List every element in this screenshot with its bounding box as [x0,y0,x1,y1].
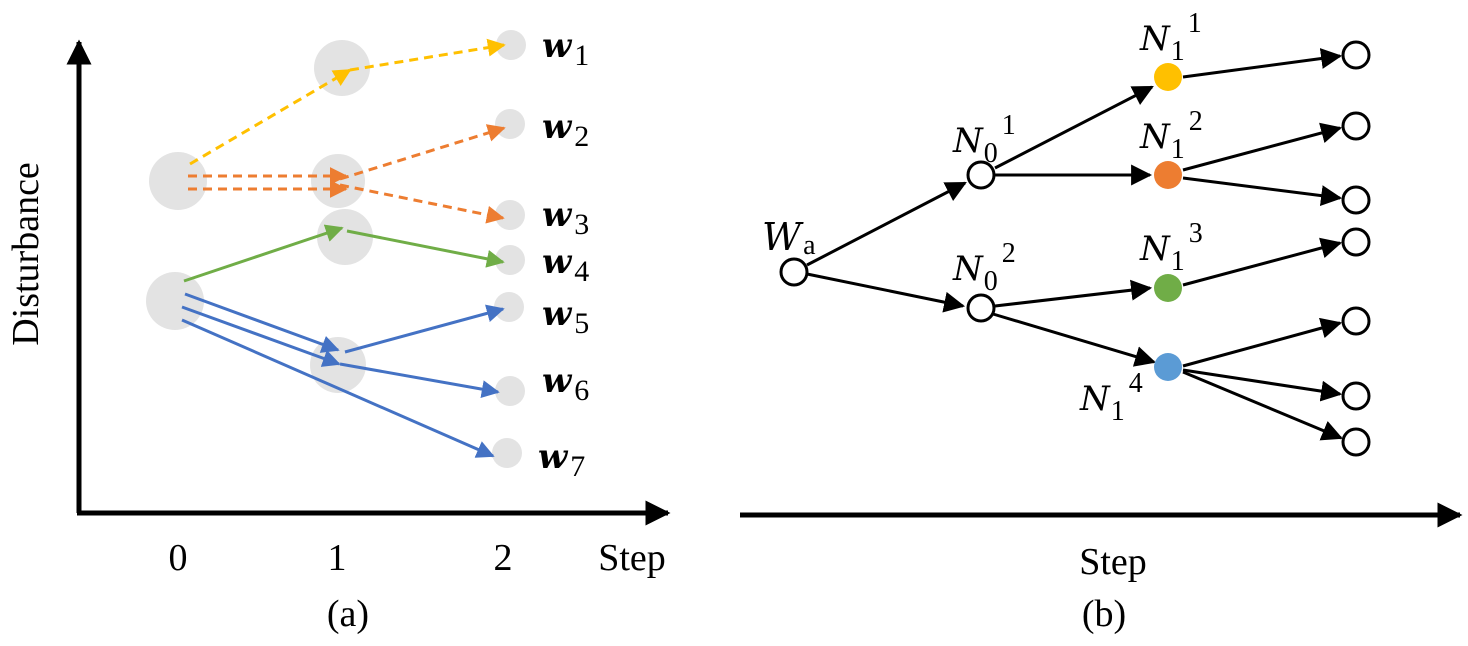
leaf-3 [1341,185,1371,215]
x-tick-2: 2 [494,537,513,579]
node-n0-1 [966,160,996,190]
panel-b: Step (b) [740,8,1463,635]
green-path [183,224,505,283]
orange-paths [188,124,506,224]
x-tick-0: 0 [169,537,188,579]
leaf-6 [1341,381,1371,411]
node-labels: Wa N01 N02 N11 N12 N13 N14 [762,8,1203,427]
leaf-4 [1341,227,1371,257]
node-n1-2 [1154,161,1182,189]
tree-nodes [779,40,1371,457]
label-n0-1: N01 [952,110,1016,169]
label-root: Wa [762,215,816,261]
blue-paths [181,292,505,458]
cluster-w7 [492,438,522,468]
node-n1-1 [1154,63,1182,91]
step-axis-label: Step [1079,541,1147,583]
label-n1-2: N12 [1139,106,1203,165]
label-n1-4: N14 [1079,368,1143,427]
cluster-w5 [494,292,524,322]
cluster-w3 [495,200,525,230]
panel-a: Disturbance 0 1 2 Step (a) [5,26,671,635]
y-axis-label: Disturbance [5,162,47,346]
caption-a: (a) [327,593,369,635]
yellow-path [189,38,506,166]
cluster-step1-green [317,209,373,265]
label-n1-1: N11 [1139,8,1202,67]
cluster-step1-mid [311,154,365,208]
leaf-1 [1341,40,1371,70]
cluster-step0-upper [149,152,207,210]
cluster-w6 [495,376,525,406]
caption-b: (b) [1082,593,1126,635]
node-n0-2 [966,293,996,323]
x-tick-1: 1 [328,537,347,579]
label-n1-3: N13 [1139,218,1203,277]
cluster-w2 [495,109,525,139]
leaf-7 [1341,427,1371,457]
node-n1-3 [1154,274,1182,302]
cluster-step1-top [314,40,370,96]
label-n0-2: N02 [952,238,1016,297]
x-axis-label: Step [598,537,666,579]
tree-edges [806,48,1343,441]
clusters [146,30,526,468]
leaf-2 [1341,111,1371,141]
node-root [779,257,809,287]
leaf-5 [1341,306,1371,336]
cluster-step0-lower [146,272,204,330]
node-n1-4 [1154,353,1182,381]
